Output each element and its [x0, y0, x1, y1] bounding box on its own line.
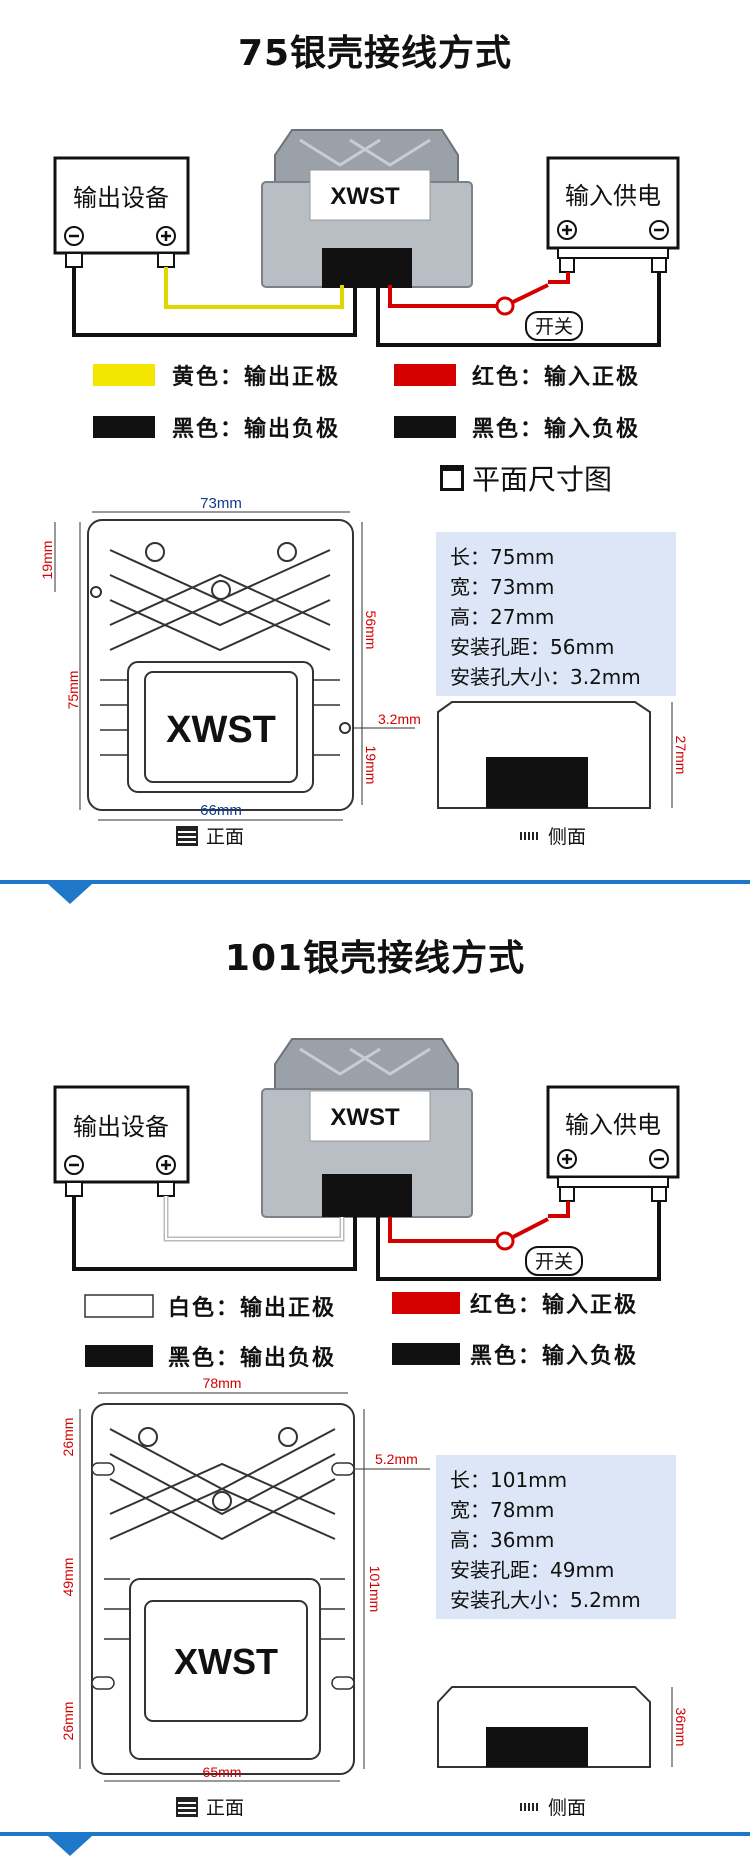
dim-hole-spacing: 49mm [60, 1558, 76, 1597]
legend-swatch-red [392, 1292, 460, 1314]
output-negative-wire [72, 1196, 357, 1271]
legend-red-text: 红色：输入正极 [472, 364, 640, 390]
section-title: 101银壳接线方式 [224, 938, 526, 979]
output-device-box: 输出设备 [53, 156, 190, 268]
side-view-caption: 侧面 [520, 1793, 586, 1820]
switch-contact-icon [495, 1231, 515, 1251]
dim-width-bottom: 66mm [200, 802, 242, 819]
input-positive-wire [388, 1217, 500, 1243]
legend-black-output-text: 黑色：输出负极 [172, 416, 340, 442]
spec-hole-spacing: 安装孔距：49mm [450, 1558, 615, 1582]
wiring-diagram: 输出设备 XWST 输入供电 [53, 1038, 689, 1782]
spec-hole-size: 安装孔大小：3.2mm [450, 665, 641, 689]
section-title: 75银壳接线方式 [237, 33, 513, 74]
spec-length: 长：101mm [450, 1468, 568, 1492]
front-view-icon [176, 825, 198, 846]
converter-module: XWST [261, 1038, 473, 1218]
spec-length: 长：75mm [450, 545, 555, 569]
front-view-drawing: XWST 78mm 26mm 49mm 26mm 101mm 5.2mm 65m… [60, 1375, 430, 1782]
wiring-diagram: 输出设备 XWST 输入供电 [39, 129, 689, 821]
front-view-caption: 正面 [176, 822, 244, 849]
dim-hole-size: 3.2mm [378, 711, 421, 727]
input-supply-label: 输入供电 [565, 182, 661, 210]
input-supply-box: 输入供电 [546, 1085, 680, 1202]
dim-hole-bottom: 19mm [363, 746, 379, 785]
dim-height: 36mm [673, 1708, 689, 1747]
switch-label: 开关 [535, 316, 573, 338]
dimension-icon [440, 465, 464, 491]
spec-panel: 长：75mm 宽：73mm 高：27mm 安装孔距：56mm 安装孔大小：3.2… [436, 532, 676, 696]
plan-title-text: 平面尺寸图 [472, 463, 613, 496]
legend-swatch-white [84, 1294, 154, 1318]
section-divider [0, 1832, 750, 1836]
spec-height: 高：36mm [450, 1528, 555, 1552]
dim-width-bottom: 65mm [203, 1764, 242, 1780]
legend-swatch-black [85, 1345, 153, 1367]
switch-contact-icon [495, 296, 515, 316]
legend-black-output-text: 黑色：输出负极 [168, 1345, 336, 1371]
output-device-label: 输出设备 [73, 1113, 169, 1141]
dim-hole-top: 26mm [60, 1418, 76, 1457]
spec-height: 高：27mm [450, 605, 555, 629]
side-view-drawing: 27mm [437, 701, 689, 809]
spec-panel: 长：101mm 宽：78mm 高：36mm 安装孔距：49mm 安装孔大小：5.… [436, 1455, 676, 1619]
plan-dimension-title: 平面尺寸图 [440, 458, 612, 498]
legend-black-input-text: 黑色：输入负极 [472, 416, 640, 442]
input-positive-wire [388, 285, 500, 308]
front-view-drawing: XWST 73mm 75mm 19mm 56mm 19mm 3.2mm 66mm [39, 495, 421, 821]
side-view-icon [520, 831, 540, 840]
front-view-caption: 正面 [176, 1793, 244, 1820]
legend-swatch-yellow [93, 364, 155, 386]
switch-lever [512, 1217, 549, 1239]
front-brand-logo: XWST [174, 1641, 278, 1682]
dim-hole-bottom: 26mm [60, 1702, 76, 1741]
dim-width-top: 73mm [200, 495, 242, 512]
dim-height: 27mm [673, 736, 689, 775]
color-legend: 黄色：输出正极 红色：输入正极 黑色：输出负极 黑色：输入负极 [93, 364, 640, 442]
section-75-wiring: 75银壳接线方式 输出设备 XWST 输入供电 [0, 33, 750, 904]
legend-swatch-red [394, 364, 456, 386]
input-negative-wire [376, 272, 661, 347]
legend-black-input-text: 黑色：输入负极 [470, 1343, 638, 1369]
dim-width-top: 78mm [203, 1375, 242, 1391]
side-view-drawing: 36mm [437, 1686, 689, 1768]
legend-red-text: 红色：输入正极 [470, 1292, 638, 1318]
side-view-caption: 侧面 [520, 822, 586, 849]
dim-hole-size: 5.2mm [375, 1451, 418, 1467]
dim-hole-spacing: 56mm [363, 611, 379, 650]
input-supply-label: 输入供电 [565, 1111, 661, 1139]
spec-width: 宽：78mm [450, 1498, 555, 1522]
dim-hole-top: 19mm [39, 541, 55, 580]
output-device-box: 输出设备 [53, 1085, 190, 1197]
section-101-wiring: 101银壳接线方式 输出设备 XWST 输入供电 [0, 929, 750, 1858]
brand-logo: XWST [330, 183, 400, 210]
converter-module: XWST [261, 129, 473, 288]
input-negative-wire [376, 1201, 661, 1281]
section-divider [0, 880, 750, 884]
front-brand-logo: XWST [166, 709, 276, 751]
spec-hole-size: 安装孔大小：5.2mm [450, 1588, 641, 1612]
legend-swatch-black [93, 416, 155, 438]
side-view-icon [520, 1802, 540, 1811]
front-view-icon [176, 1796, 198, 1817]
switch-label: 开关 [535, 1251, 573, 1273]
divider-arrow [48, 884, 92, 904]
spec-width: 宽：73mm [450, 575, 555, 599]
brand-logo: XWST [330, 1104, 400, 1131]
dim-length-right: 101mm [367, 1566, 383, 1613]
input-supply-box: 输入供电 [546, 156, 680, 273]
output-positive-wire [164, 267, 344, 309]
color-legend: 白色：输出正极 红色：输入正极 黑色：输出负极 黑色：输入负极 [84, 1292, 638, 1371]
legend-yellow-text: 黄色：输出正极 [172, 364, 340, 390]
divider-arrow [48, 1836, 92, 1856]
legend-white-text: 白色：输出正极 [168, 1295, 336, 1321]
legend-swatch-black [392, 1343, 460, 1365]
dim-length-left: 75mm [65, 671, 81, 710]
legend-swatch-black [394, 416, 456, 438]
switch-lever [512, 283, 549, 304]
spec-hole-spacing: 安装孔距：56mm [450, 635, 615, 659]
output-device-label: 输出设备 [73, 184, 169, 212]
output-negative-wire [72, 267, 357, 337]
